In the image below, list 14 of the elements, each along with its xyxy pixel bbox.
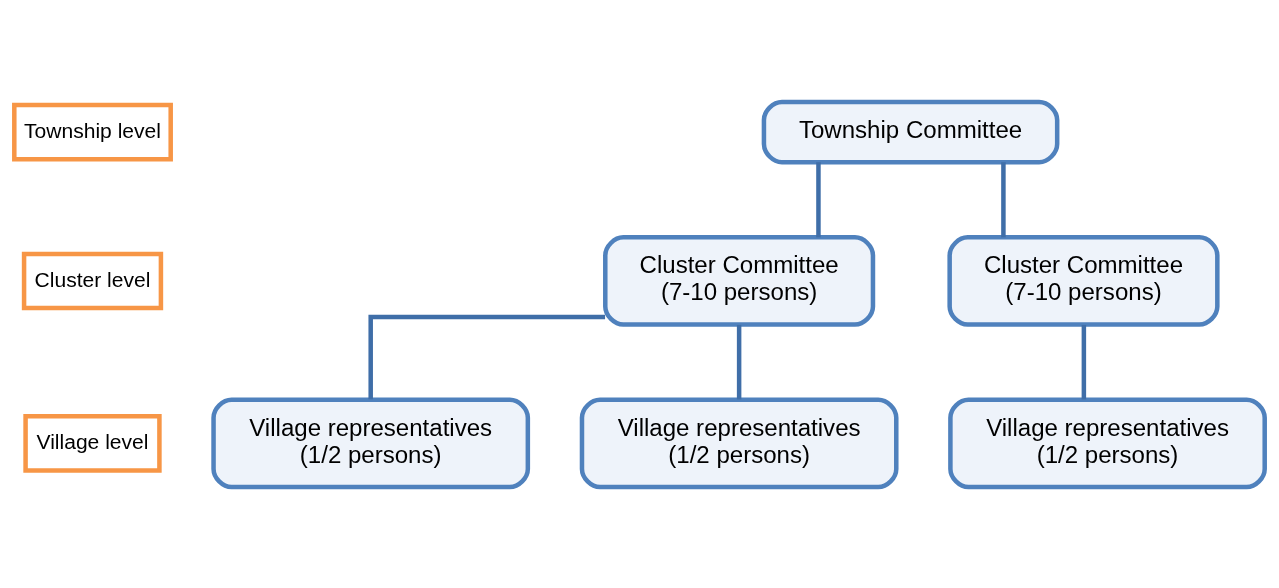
node-box: Village representatives (1/2 persons)	[211, 397, 531, 489]
connector	[816, 161, 821, 237]
connector	[368, 314, 606, 399]
node-box: Village representatives (1/2 persons)	[579, 397, 899, 489]
node-box: Cluster Committee (7-10 persons)	[947, 234, 1220, 327]
node-box: Cluster level	[21, 251, 164, 310]
node-box: Township Committee	[761, 99, 1060, 164]
node-box: Cluster Committee (7-10 persons)	[603, 234, 876, 327]
connector	[736, 324, 742, 399]
node-box: Village level	[23, 413, 162, 473]
connector	[1001, 161, 1006, 237]
node-box: Township level	[12, 102, 173, 161]
connector	[1081, 324, 1087, 399]
node-box: Village representatives (1/2 persons)	[948, 397, 1267, 489]
